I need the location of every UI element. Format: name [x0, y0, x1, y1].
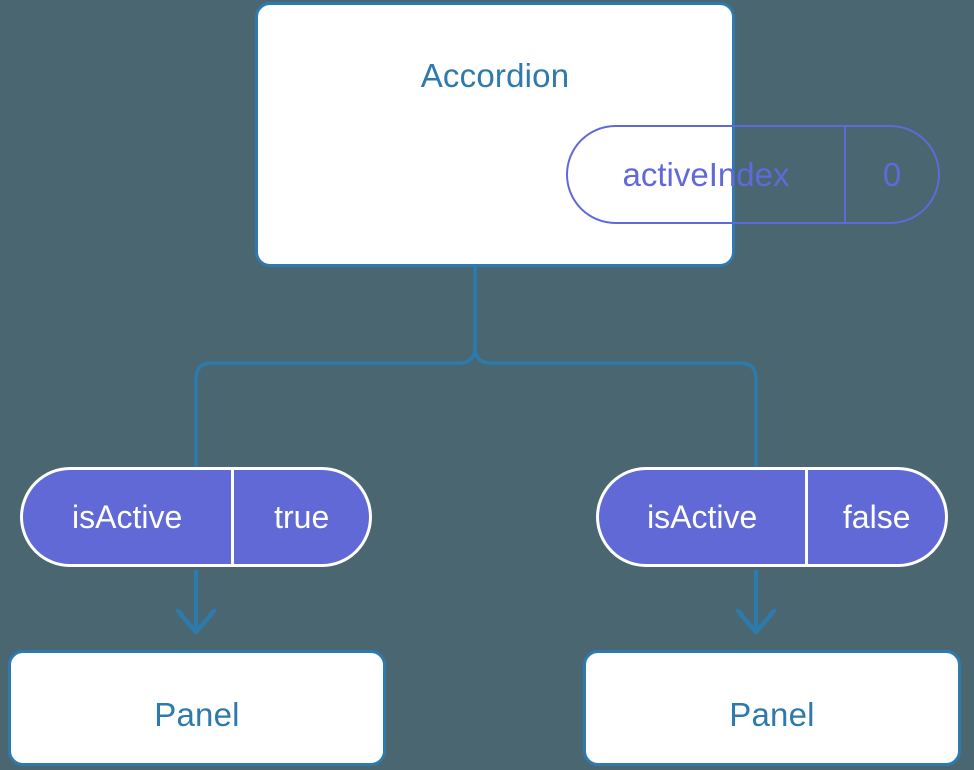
wire-trunk-to-right-pill — [473, 264, 758, 469]
arrow-right-pill-to-panel — [735, 570, 777, 635]
prop-pill-value: true — [231, 470, 369, 564]
state-pill-activeindex: activeIndex 0 — [566, 125, 940, 224]
panel-title-left: Panel — [154, 696, 240, 733]
state-pill-value: 0 — [844, 127, 938, 222]
wire-trunk-to-left-pill — [194, 264, 477, 469]
state-pill-key: activeIndex — [622, 156, 790, 193]
panel-card-left: Panel — [8, 650, 386, 766]
arrow-left-pill-to-panel — [175, 570, 217, 635]
panel-title-right: Panel — [729, 696, 815, 733]
prop-pill-value: false — [805, 470, 945, 564]
prop-pill-key: isActive — [72, 499, 183, 535]
prop-pill-isactive-true: isActive true — [20, 467, 372, 567]
accordion-title: Accordion — [420, 57, 570, 94]
prop-pill-key: isActive — [647, 499, 758, 535]
accordion-component-card: Accordion activeIndex 0 — [255, 2, 940, 267]
prop-pill-isactive-false: isActive false — [596, 467, 948, 567]
panel-card-right: Panel — [583, 650, 961, 766]
